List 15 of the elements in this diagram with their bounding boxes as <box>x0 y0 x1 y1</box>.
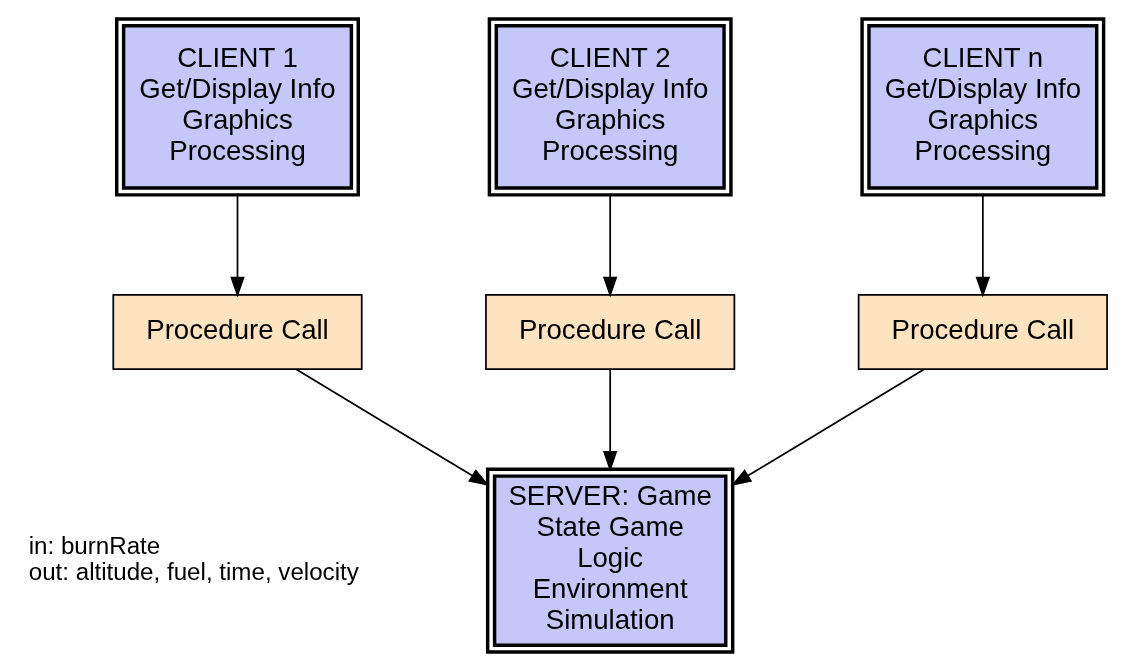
node-box: Procedure Call <box>485 294 736 370</box>
label: in: burnRate <box>28 532 161 560</box>
node-box: CLIENT 2 Get/Display Info Graphics Processing <box>487 17 733 197</box>
label: out: altitude, fuel, time, velocity <box>28 557 359 585</box>
arrow <box>602 194 618 298</box>
arrow <box>730 368 925 487</box>
node-box: Procedure Call <box>112 294 363 370</box>
node-box: Procedure Call <box>857 294 1108 370</box>
node-box: CLIENT n Get/Display Info Graphics Processing <box>860 17 1106 197</box>
node-box: CLIENT 1 Get/Display Info Graphics Processing <box>115 17 360 197</box>
arrow <box>602 368 618 472</box>
arrow <box>975 194 991 298</box>
arrow <box>230 194 245 298</box>
arrow <box>295 368 490 487</box>
node-box: SERVER: Game State Game Logic Environment Simulation <box>485 467 735 654</box>
